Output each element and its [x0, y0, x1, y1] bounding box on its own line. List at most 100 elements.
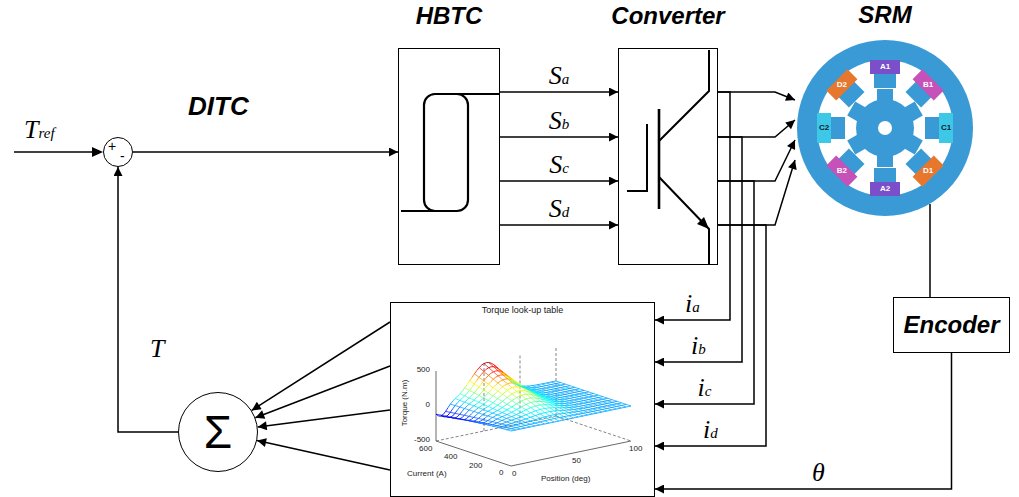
signal-wire	[500, 136, 618, 138]
surface-mesh	[536, 402, 541, 405]
surface-mesh	[517, 392, 522, 396]
igbt-emitter-arrow	[697, 217, 709, 229]
surface-mesh	[522, 386, 527, 388]
surface-mesh	[484, 390, 489, 393]
surface-mesh	[481, 390, 483, 393]
surface-mesh	[479, 400, 481, 402]
rotor-tooth	[847, 131, 871, 154]
igbt-gate	[627, 124, 647, 191]
surface-mesh	[551, 382, 556, 384]
surface-mesh	[455, 417, 460, 419]
hysteresis-loop	[424, 94, 468, 211]
surface-mesh	[472, 374, 474, 378]
surface-mesh	[497, 419, 502, 420]
surface-mesh	[550, 398, 555, 400]
surface-mesh	[535, 411, 540, 414]
surface-mesh	[464, 406, 466, 408]
surface-mesh	[507, 422, 512, 424]
surface-mesh	[500, 394, 502, 396]
surface-mesh	[453, 399, 455, 402]
surface-mesh	[479, 368, 484, 372]
surface-mesh	[560, 395, 565, 397]
surface-mesh	[593, 401, 598, 403]
surface-mesh	[532, 389, 537, 391]
surface-mesh	[510, 388, 512, 389]
surface-mesh	[517, 384, 522, 388]
surface-mesh	[546, 396, 551, 398]
surface-mesh	[495, 405, 497, 407]
surface-mesh	[492, 424, 497, 426]
surface-mesh	[560, 400, 565, 402]
surface-mesh	[541, 391, 546, 393]
surface-mesh	[486, 393, 488, 396]
surface-mesh	[551, 387, 556, 389]
surface-mesh	[521, 417, 526, 419]
surface-mesh	[583, 408, 588, 410]
surface-mesh	[502, 406, 504, 408]
surface-mesh	[536, 406, 541, 409]
surface-mesh	[500, 401, 502, 403]
surface-mesh	[545, 405, 550, 408]
surface-mesh	[545, 417, 550, 420]
surface-mesh	[469, 404, 474, 406]
surface-mesh	[537, 389, 542, 391]
surface-mesh	[474, 370, 476, 373]
surface-mesh	[474, 384, 479, 387]
surface-mesh	[598, 398, 603, 400]
surface-mesh	[469, 398, 474, 400]
surface-mesh	[584, 401, 589, 403]
surface-mesh	[540, 424, 542, 426]
surface-mesh	[474, 422, 479, 423]
tick-label: 50	[572, 457, 581, 465]
surface-mesh	[593, 396, 598, 398]
surface-mesh	[505, 384, 507, 385]
surface-mesh	[522, 395, 527, 399]
surface-mesh	[583, 413, 588, 415]
surface-mesh	[554, 415, 559, 418]
surface-mesh	[488, 390, 490, 393]
torque-surface-plot	[391, 303, 653, 495]
surface-mesh	[484, 381, 489, 384]
surface-mesh	[455, 399, 460, 401]
block-title: Encoder	[903, 312, 999, 338]
surface-mesh	[526, 404, 531, 407]
surface-mesh	[574, 409, 579, 411]
surface-mesh	[514, 404, 516, 406]
surface-mesh	[488, 406, 493, 408]
signal-wire	[500, 224, 618, 226]
surface-mesh	[551, 390, 556, 392]
surface-mesh	[517, 398, 522, 401]
surface-mesh	[522, 386, 527, 389]
surface-mesh	[498, 368, 503, 372]
surface-mesh	[575, 392, 580, 394]
surface-mesh	[493, 379, 498, 383]
surface-mesh	[559, 408, 564, 410]
surface-mesh	[555, 398, 560, 400]
surface-mesh	[498, 369, 503, 373]
surface-mesh	[565, 389, 570, 391]
surface-mesh	[522, 386, 527, 388]
surface-mesh	[560, 388, 565, 390]
surface-mesh	[441, 415, 446, 417]
surface-mesh	[556, 389, 561, 391]
surface-mesh	[506, 428, 511, 429]
surface-mesh	[516, 419, 521, 421]
surface-mesh	[564, 406, 569, 408]
surface-mesh	[445, 415, 450, 417]
surface-mesh	[535, 425, 537, 427]
input-wire	[14, 151, 95, 153]
sum-symbol: Σ	[204, 407, 232, 458]
surface-mesh	[531, 398, 536, 402]
surface-mesh	[569, 410, 574, 412]
surface-mesh	[598, 395, 603, 397]
surface-mesh	[460, 394, 465, 396]
surface-mesh	[555, 402, 560, 404]
surface-mesh	[474, 415, 476, 417]
surface-mesh	[550, 412, 555, 415]
signal-wire	[655, 92, 730, 320]
surface-mesh	[521, 424, 526, 426]
surface-mesh	[579, 404, 584, 406]
surface-mesh	[483, 414, 488, 415]
surface-mesh	[527, 388, 532, 390]
surface-mesh	[570, 386, 575, 388]
